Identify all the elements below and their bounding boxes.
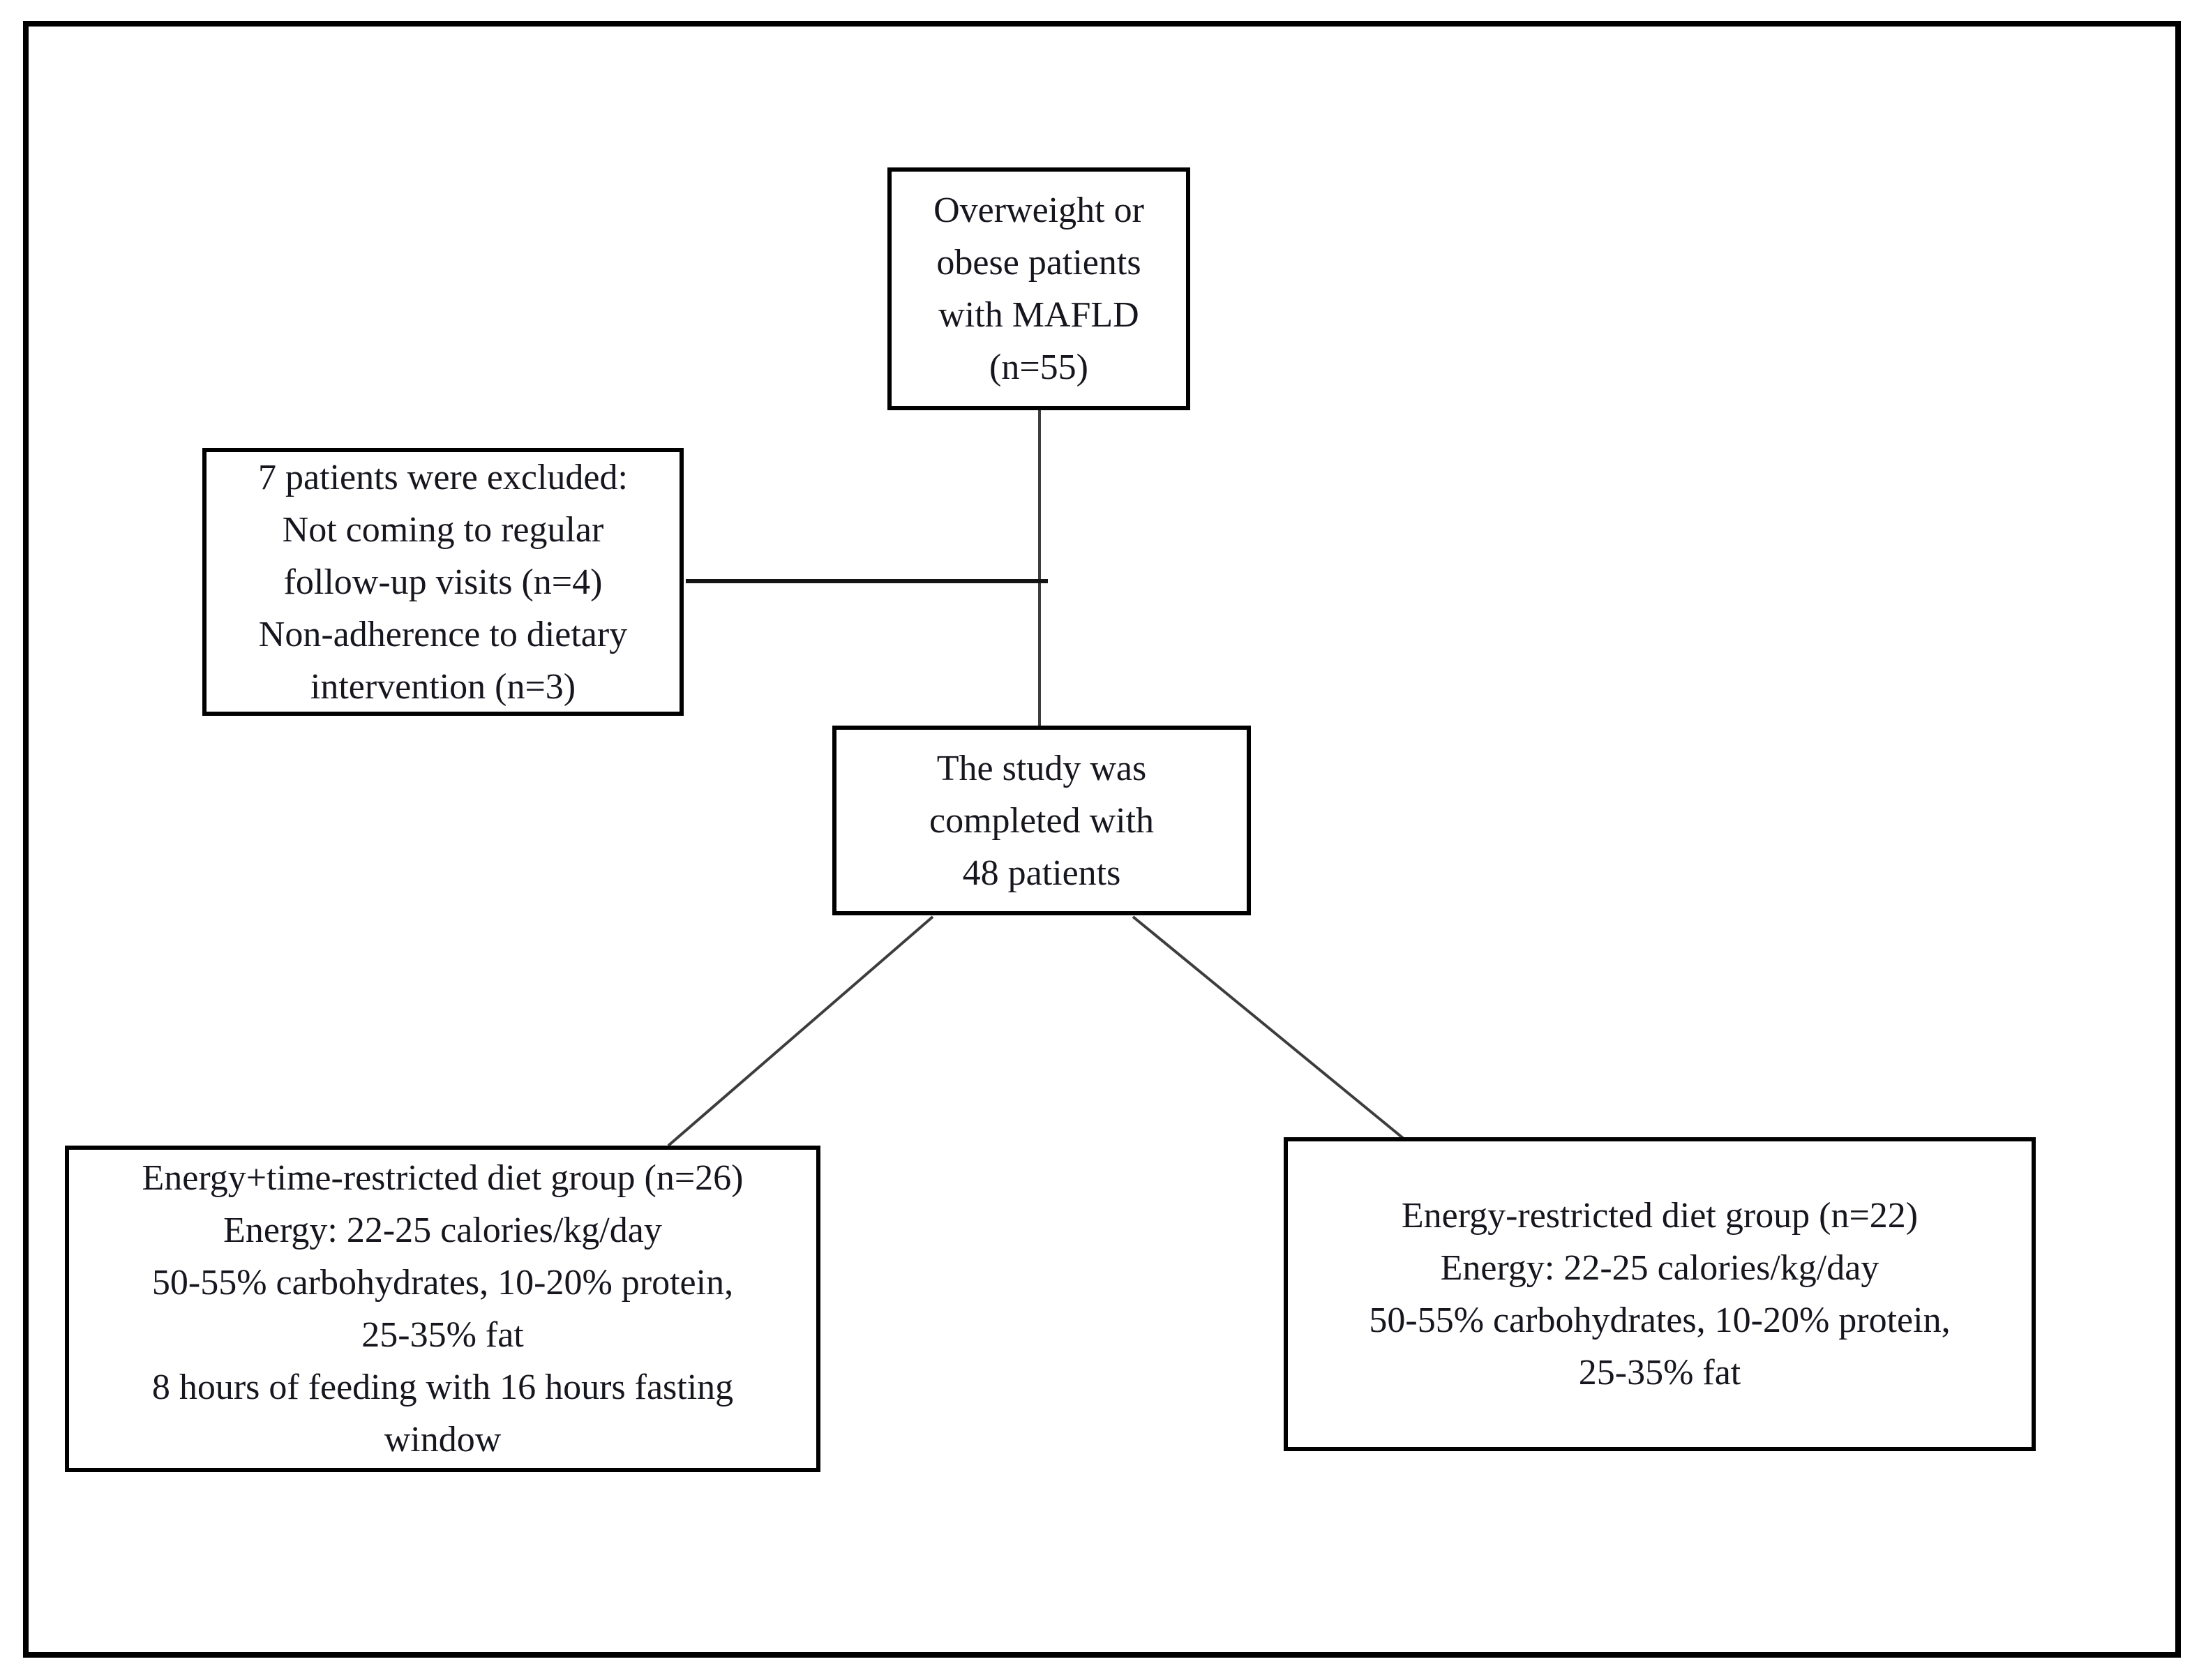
etr-group-line: 50-55% carbohydrates, 10-20% protein, [151,1263,734,1303]
er-group-line: 50-55% carbohydrates, 10-20% protein, [1369,1300,1951,1340]
er-group-line: Energy-restricted diet group (n=22) [1401,1196,1919,1236]
completed-line: 48 patients [962,853,1121,893]
exclusion-line: Not coming to regular [282,509,604,550]
enrollment-line: Overweight or [933,190,1144,230]
er-group-line: Energy: 22-25 calories/kg/day [1440,1248,1879,1288]
enrollment-box: Overweight or obese patients with MAFLD … [887,167,1190,410]
completed-line: The study was [936,748,1147,788]
exclusion-line: follow-up visits (n=4) [283,562,603,602]
completed-line: completed with [929,800,1155,841]
exclusion-line: Non-adherence to dietary [258,614,628,654]
er-group-line: 25-35% fat [1578,1353,1741,1393]
energy-time-restricted-group-box: Energy+time-restricted diet group (n=26)… [65,1146,820,1472]
etr-group-line: Energy+time-restricted diet group (n=26) [142,1158,744,1198]
enrollment-line: with MAFLD [938,295,1139,335]
exclusion-line: intervention (n=3) [310,666,576,707]
etr-group-line: 8 hours of feeding with 16 hours fasting [151,1367,734,1407]
etr-group-line: Energy: 22-25 calories/kg/day [223,1210,662,1250]
exclusion-box: 7 patients were excluded: Not coming to … [202,448,684,716]
enrollment-line: (n=55) [989,347,1088,387]
enrollment-line: obese patients [936,243,1141,283]
figure-border [23,21,2181,1658]
exclusion-line: 7 patients were excluded: [258,457,628,497]
etr-group-line: 25-35% fat [361,1315,524,1355]
etr-group-line: window [384,1420,502,1460]
completed-box: The study was completed with 48 patients [832,726,1251,915]
energy-restricted-group-box: Energy-restricted diet group (n=22) Ener… [1284,1137,2036,1451]
